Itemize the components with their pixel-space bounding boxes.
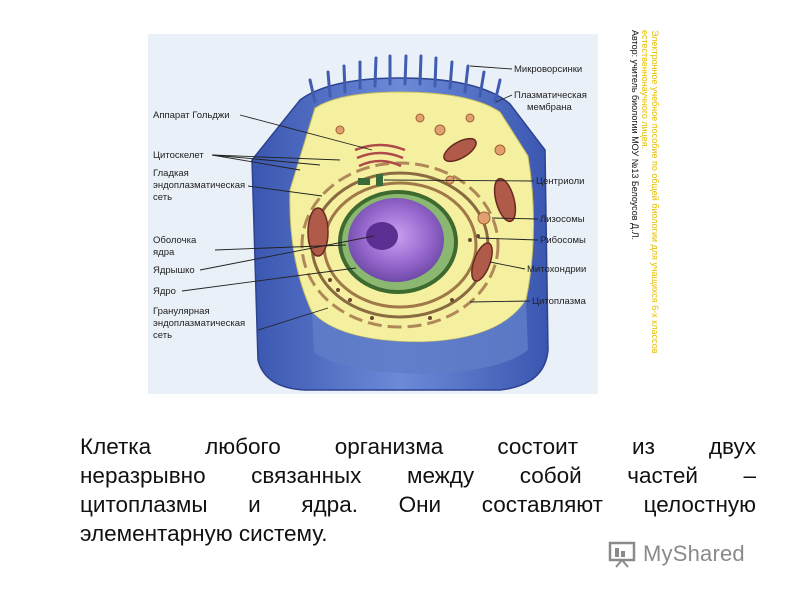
credit-line-1: Электронное учебное пособие по общей био…	[650, 30, 660, 400]
caption-line: неразрывно связанных между собой частей …	[80, 461, 756, 490]
label-microvilli: Микроворсинки	[514, 64, 582, 75]
label-smooth-er-1: Гладкая	[153, 168, 189, 179]
nucleolus	[366, 222, 398, 250]
credit-line-3: Автор: учитель биологии МОУ №13 Белоусов…	[630, 30, 640, 400]
label-rough-er-2: эндоплазматическая	[153, 318, 245, 329]
centriole	[358, 178, 370, 185]
label-cytoskeleton: Цитоскелет	[153, 150, 204, 161]
label-centrioles: Центриоли	[536, 176, 584, 187]
label-plasma-membrane-2: мембрана	[527, 102, 572, 113]
credit-note: Электронное учебное пособие по общей био…	[620, 30, 660, 400]
credit-line-2: естественнонаучного лицея.	[640, 30, 650, 400]
cell-diagram: Аппарат Гольджи Цитоскелет Гладкая эндоп…	[0, 0, 800, 420]
label-nuclear-envelope-2: ядра	[153, 247, 175, 258]
label-rough-er-1: Гранулярная	[153, 306, 210, 317]
label-smooth-er-2: эндоплазматическая	[153, 180, 245, 191]
label-rough-er-3: сеть	[153, 330, 172, 341]
caption-line: Клетка любого организма состоит из двух	[80, 432, 756, 461]
label-ribosomes: Рибосомы	[540, 235, 586, 246]
caption-line: цитоплазмы и ядра. Они составляют целост…	[80, 490, 756, 519]
caption-paragraph: Клетка любого организма состоит из двух …	[80, 432, 756, 548]
presentation-board-icon	[607, 539, 637, 569]
brand-logo: MyShared	[607, 537, 745, 571]
brand-text: MyShared	[643, 541, 745, 567]
label-smooth-er-3: сеть	[153, 192, 172, 203]
label-nucleolus: Ядрышко	[153, 265, 195, 276]
label-golgi: Аппарат Гольджи	[153, 110, 230, 121]
label-nucleus: Ядро	[153, 286, 176, 297]
label-cytoplasm: Цитоплазма	[532, 296, 587, 307]
label-plasma-membrane-1: Плазматическая	[514, 90, 587, 101]
label-lysosomes: Лизосомы	[540, 214, 585, 225]
label-mitochondria: Митохондрии	[527, 264, 586, 275]
centriole	[376, 174, 383, 186]
label-nuclear-envelope-1: Оболочка	[153, 235, 197, 246]
